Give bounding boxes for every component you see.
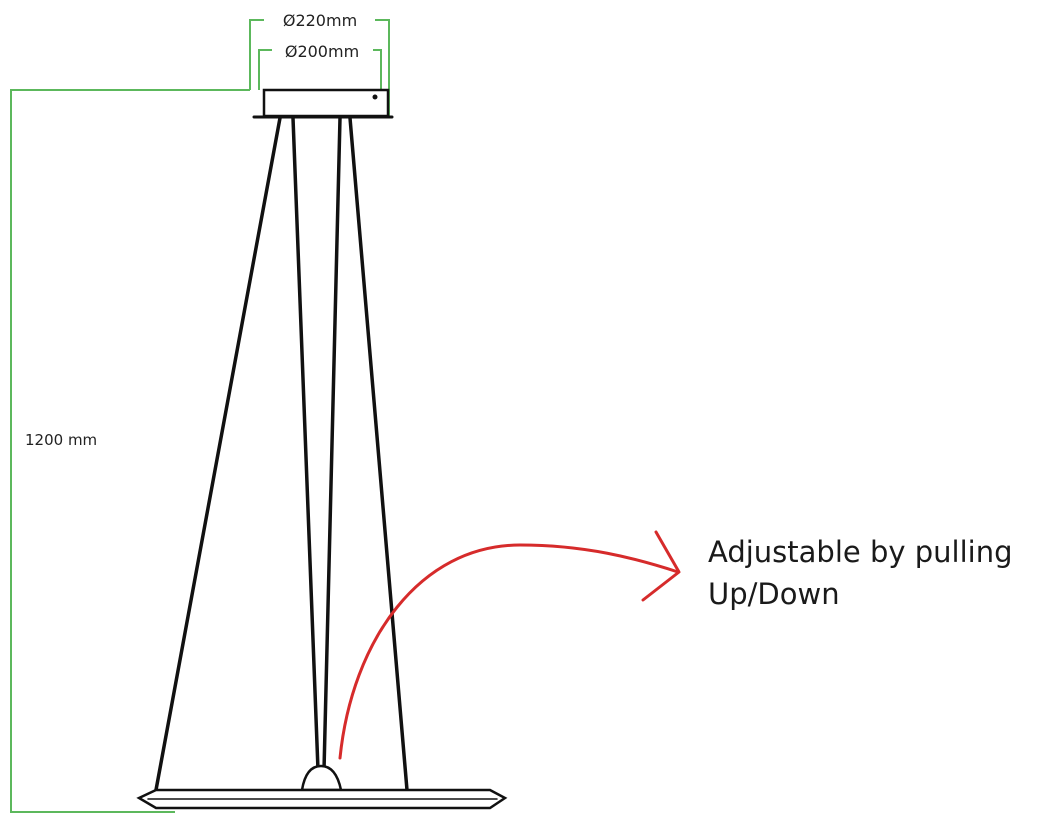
outer-diameter-label: Ø220mm: [283, 11, 357, 30]
central-dome: [300, 764, 343, 792]
arrow-curve: [338, 543, 680, 760]
power-cable-right: [322, 116, 342, 772]
annotation-line-1: Adjustable by pulling: [708, 535, 1013, 569]
suspension-cable-left: [154, 116, 282, 792]
arrow-head-icon: [641, 530, 681, 602]
adjustment-arrow: [338, 530, 681, 760]
inner-diameter-bracket: [258, 49, 382, 90]
suspension-cable-right: [348, 116, 409, 792]
height-bracket: [10, 89, 250, 813]
ceiling-canopy: [262, 88, 390, 118]
inner-diameter-label: Ø200mm: [285, 42, 359, 61]
power-cable-left: [291, 116, 320, 772]
height-label: 1200 mm: [25, 431, 97, 449]
annotation-line-2: Up/Down: [708, 577, 840, 611]
dimension-lines: [10, 19, 390, 813]
outer-diameter-bracket: [249, 19, 390, 118]
canopy-screw: [372, 94, 378, 100]
lamp-drawing: [136, 88, 508, 810]
